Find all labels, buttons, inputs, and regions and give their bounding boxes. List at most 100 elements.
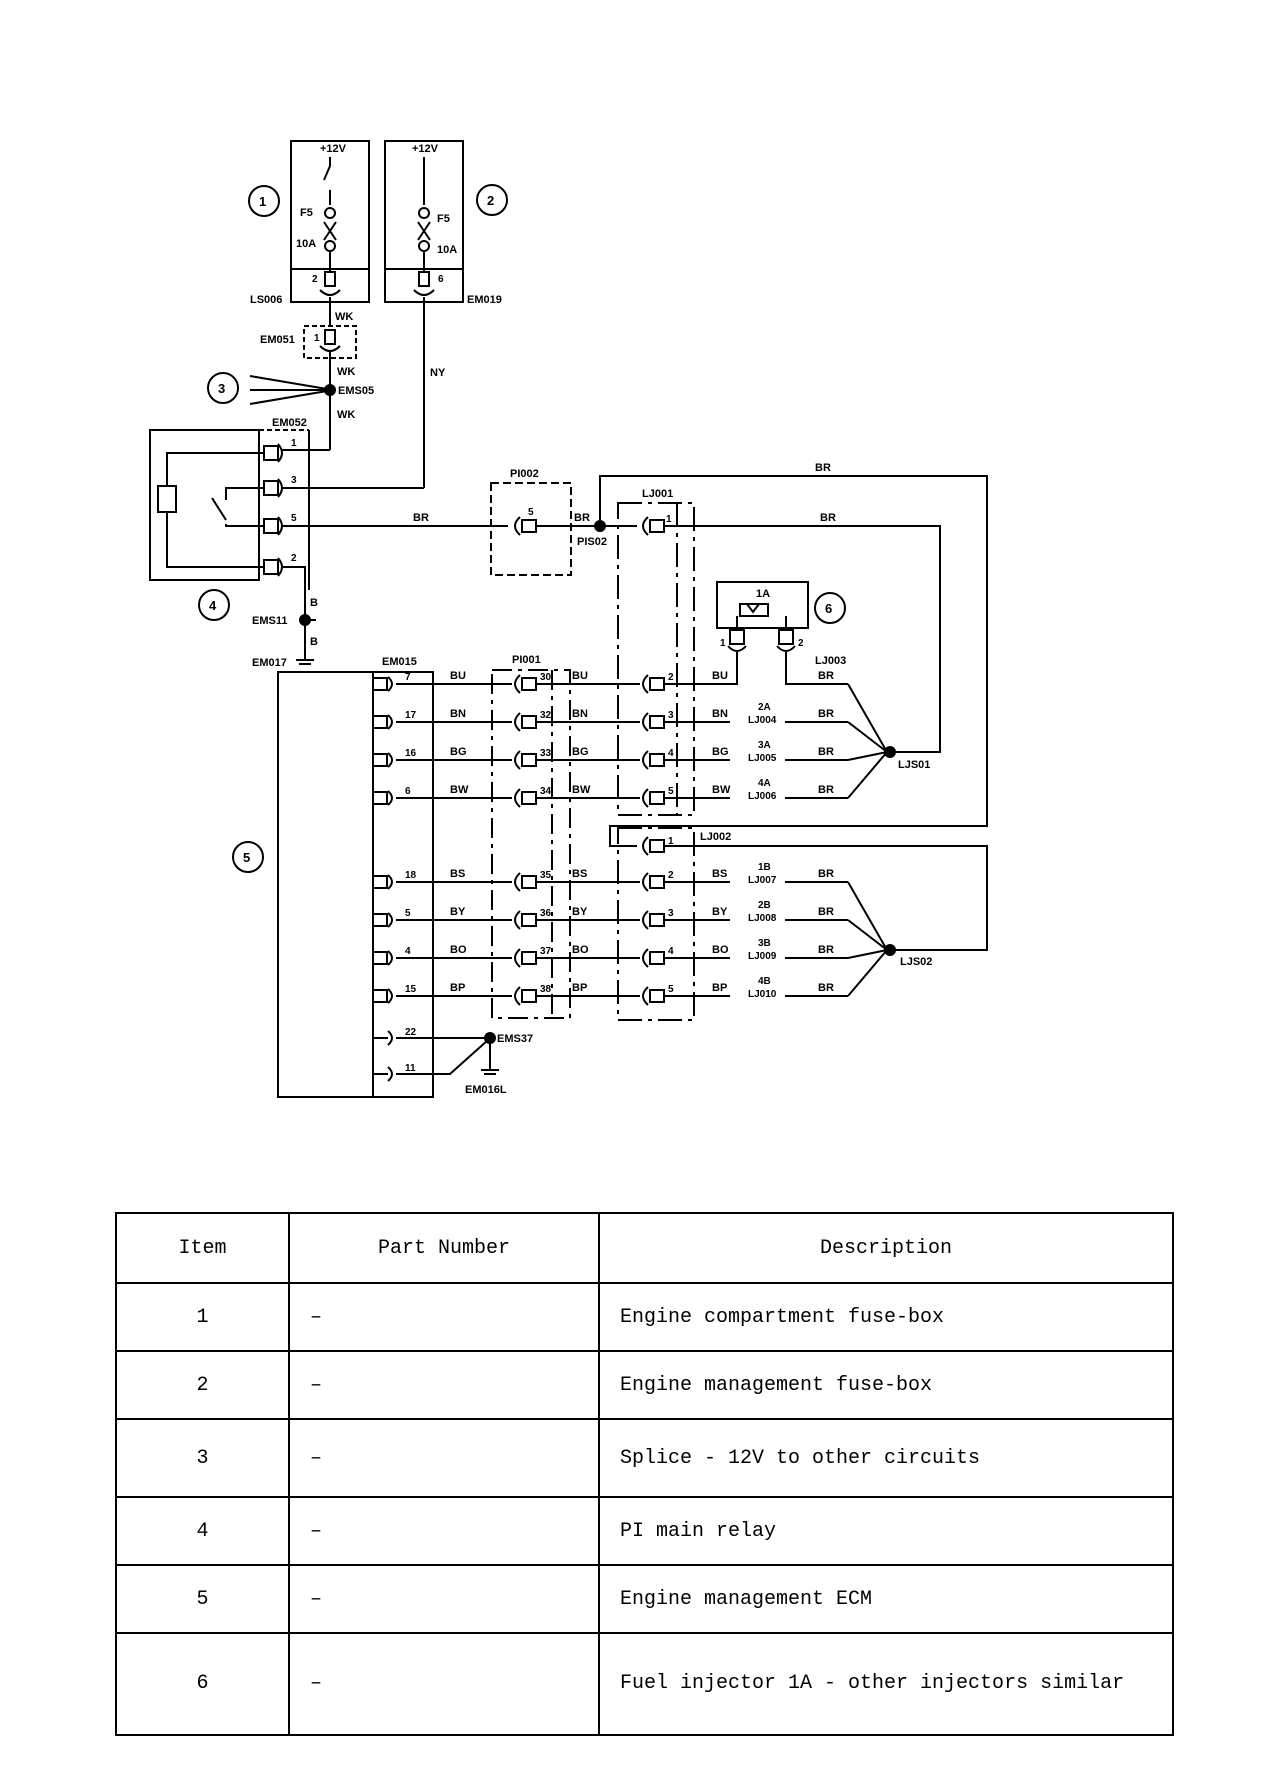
relay-ground: B B EMS11 EM017 [252, 566, 318, 669]
svg-text:EM019: EM019 [467, 294, 502, 306]
svg-text:LJS01: LJS01 [898, 759, 930, 771]
svg-text:F5: F5 [300, 207, 313, 219]
row-label: 4 [405, 946, 411, 957]
header-description: Description [598, 1212, 1174, 1284]
row-label: BW [450, 784, 469, 796]
row-label: 3 [668, 710, 674, 721]
svg-text:F5: F5 [437, 213, 450, 225]
row-label: BY [572, 906, 588, 918]
row-label: 33 [540, 748, 552, 759]
svg-text:1: 1 [666, 514, 672, 525]
item-cell: 5 [115, 1564, 290, 1634]
desc-cell: PI main relay [598, 1496, 1174, 1566]
row-label: BW [572, 784, 591, 796]
lj001: LJ001 1 BR [617, 488, 941, 816]
svg-text:NY: NY [430, 367, 446, 379]
pi-main-relay: EM052 1 3 5 2 [149, 417, 310, 590]
svg-text:EM052: EM052 [272, 417, 307, 429]
row-label: LJ010 [748, 989, 777, 1000]
svg-text:EMS05: EMS05 [338, 385, 374, 397]
svg-text:10A: 10A [437, 244, 457, 256]
wiring-diagram: +12V F5 10A 2 LS006 +12V F5 10A 6 EM019 … [149, 140, 988, 1098]
row-label: 36 [540, 908, 552, 919]
svg-text:EMS37: EMS37 [497, 1033, 533, 1045]
svg-text:10A: 10A [296, 238, 316, 250]
svg-text:1: 1 [259, 194, 266, 209]
table-row: 4 – PI main relay [115, 1496, 1174, 1566]
ny-wire: NY [282, 297, 446, 489]
svg-text:2: 2 [487, 193, 494, 208]
svg-text:LJS02: LJS02 [900, 956, 932, 968]
part-cell: – [288, 1350, 600, 1420]
row-label: 16 [405, 748, 417, 759]
svg-text:EM016L: EM016L [465, 1084, 507, 1096]
svg-text:PIS02: PIS02 [577, 536, 607, 548]
part-cell: – [288, 1418, 600, 1498]
row-label: BN [450, 708, 466, 720]
part-cell: – [288, 1496, 600, 1566]
row-label: 5 [668, 984, 674, 995]
callout-5: 5 [232, 841, 264, 873]
svg-text:PI001: PI001 [512, 654, 541, 666]
row-label: BW [712, 784, 731, 796]
row-label: BS [572, 868, 587, 880]
row-label: BG [450, 746, 467, 758]
desc-cell: Fuel injector 1A - other injectors simil… [598, 1632, 1174, 1736]
row-label: 30 [540, 672, 552, 683]
row-label: 4A [758, 778, 771, 789]
row-label: BO [712, 944, 729, 956]
row-label: 4B [758, 976, 771, 987]
svg-text:11: 11 [405, 1063, 416, 1074]
svg-text:WK: WK [337, 366, 355, 378]
row-label: 3A [758, 740, 771, 751]
desc-cell: Splice - 12V to other circuits [598, 1418, 1174, 1498]
svg-text:EM051: EM051 [260, 334, 295, 346]
fuel-injector-1a: 1A 1 2 LJ003 [696, 581, 846, 685]
row-label: BR [818, 746, 834, 758]
part-cell: – [288, 1564, 600, 1634]
row-label: 2A [758, 702, 771, 713]
row-label: BR [818, 944, 834, 956]
svg-text:WK: WK [337, 409, 355, 421]
row-label: 35 [540, 870, 552, 881]
row-label: LJ004 [748, 715, 777, 726]
fusebox-1: +12V F5 10A 2 LS006 [250, 140, 370, 306]
row-label: 1B [758, 862, 771, 873]
header-item: Item [115, 1212, 290, 1284]
svg-text:1: 1 [314, 333, 320, 344]
br-feed: BR PI002 5 BR PIS02 BR [282, 462, 988, 847]
callout-6: 6 [814, 592, 846, 624]
desc-cell: Engine compartment fuse-box [598, 1282, 1174, 1352]
row-label: BR [818, 670, 834, 682]
row-label: BR [818, 784, 834, 796]
row-label: 3B [758, 938, 771, 949]
row-label: BN [712, 708, 728, 720]
svg-text:EM017: EM017 [252, 657, 287, 669]
svg-text:BR: BR [413, 512, 429, 524]
svg-text:LS006: LS006 [250, 294, 282, 306]
row-label: LJ008 [748, 913, 777, 924]
callout-3: 3 [207, 372, 239, 404]
item-cell: 4 [115, 1496, 290, 1566]
svg-text:2: 2 [798, 638, 804, 649]
item-cell: 2 [115, 1350, 290, 1420]
svg-text:1: 1 [668, 836, 674, 847]
svg-text:1: 1 [291, 438, 297, 449]
row-label: BS [450, 868, 465, 880]
row-label: BR [818, 906, 834, 918]
row-label: 5 [405, 908, 411, 919]
row-label: 18 [405, 870, 417, 881]
row-label: 3 [668, 908, 674, 919]
callout-1: 1 [248, 185, 280, 217]
row-label: 37 [540, 946, 552, 957]
row-label: BO [450, 944, 467, 956]
svg-text:2: 2 [312, 274, 318, 285]
row-label: BP [450, 982, 465, 994]
row-label: LJ006 [748, 791, 777, 802]
svg-text:+12V: +12V [320, 143, 347, 155]
ljs02: LJS02 [884, 944, 932, 968]
